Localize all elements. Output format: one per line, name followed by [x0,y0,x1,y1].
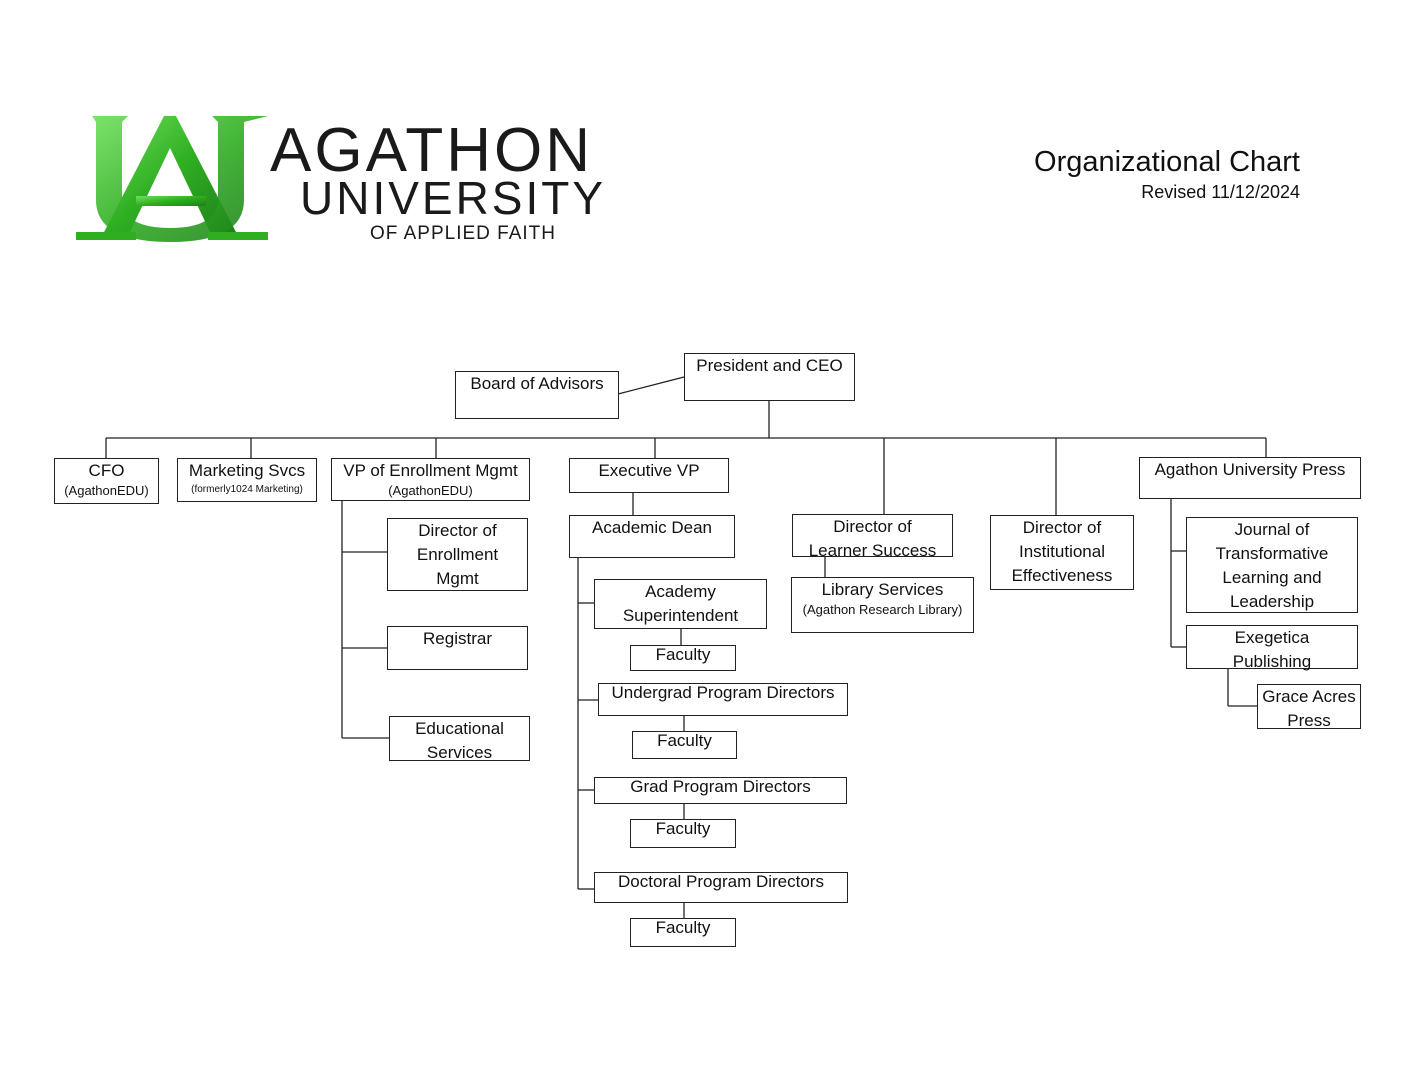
node-sublabel: (formerly1024 Marketing) [191,484,303,495]
node-label: Faculty [655,819,711,838]
faculty-box-3: Faculty [630,819,736,848]
executive-vp-box: Executive VP [569,458,729,493]
library-services-box: Library Services (Agathon Research Libra… [791,577,974,633]
node-label: Educational Services [415,719,504,762]
node-label: Agathon University Press [1154,460,1346,479]
au-monogram-icon [76,116,268,242]
registrar-box: Registrar [387,626,528,670]
board-connector [617,376,685,395]
undergrad-directors-box: Undergrad Program Directors [598,683,848,716]
node-label: Faculty [655,918,711,937]
logo-line2: UNIVERSITY [300,172,607,224]
page-title: Organizational Chart [1034,146,1300,178]
node-label: Grace Acres Press [1262,687,1356,730]
university-press-box: Agathon University Press [1139,457,1361,499]
director-learner-success-box: Director of Learner Success [792,514,953,560]
logo-line3: OF APPLIED FAITH [370,223,556,244]
node-sublabel: (AgathonEDU) [388,483,473,498]
grad-directors-box: Grad Program Directors [594,777,847,804]
node-sublabel: (AgathonEDU) [64,483,149,498]
node-label: Faculty [657,731,712,750]
node-label: Faculty [655,645,711,664]
node-label: Director of Enrollment Mgmt [416,521,499,588]
node-label: Exegetica Publishing [1232,628,1312,671]
node-label: Academy Superintendent [622,582,739,625]
logo-line1: AGATHON [270,116,593,185]
faculty-box-1: Faculty [630,645,736,671]
node-label: Registrar [423,629,492,648]
node-label: VP of Enrollment Mgmt [343,461,518,480]
faculty-box-2: Faculty [632,731,737,759]
exegetica-publishing-box: Exegetica Publishing [1186,625,1358,671]
node-label: President and CEO [696,356,843,375]
doctoral-directors-box: Doctoral Program Directors [594,872,848,903]
president-box: President and CEO [684,353,855,401]
node-label: Grad Program Directors [630,777,811,796]
academy-superintendent-box: Academy Superintendent [594,579,767,629]
node-label: Executive VP [598,461,700,480]
node-label: Marketing Svcs [188,461,306,480]
journal-box: Journal of Transformative Learning and L… [1186,517,1358,613]
university-logo: AGATHON UNIVERSITY OF APPLIED FAITH [72,108,722,248]
node-label: Director of Learner Success [808,517,937,560]
node-label: Undergrad Program Directors [611,683,835,702]
board-of-advisors-box: Board of Advisors [455,371,619,419]
faculty-box-4: Faculty [630,918,736,947]
node-label: Board of Advisors [470,374,604,393]
revised-date: Revised 11/12/2024 [1141,182,1300,202]
academic-dean-box: Academic Dean [569,515,735,558]
node-label: Director of Institutional Effectiveness [1011,518,1113,585]
vp-enrollment-box: VP of Enrollment Mgmt (AgathonEDU) [331,458,530,501]
node-label: Library Services [821,580,944,599]
node-label: Doctoral Program Directors [618,872,824,891]
node-sublabel: (Agathon Research Library) [802,602,963,617]
node-label: Journal of Transformative Learning and L… [1215,520,1329,611]
node-label: Academic Dean [591,518,712,537]
educational-services-box: Educational Services [389,716,530,762]
director-institutional-box: Director of Institutional Effectiveness [990,515,1134,590]
cfo-box: CFO (AgathonEDU) [54,458,159,504]
node-label: CFO [88,461,125,480]
marketing-box: Marketing Svcs (formerly1024 Marketing) [177,458,317,502]
director-enrollment-box: Director of Enrollment Mgmt [387,518,528,591]
grace-acres-press-box: Grace Acres Press [1257,684,1361,730]
